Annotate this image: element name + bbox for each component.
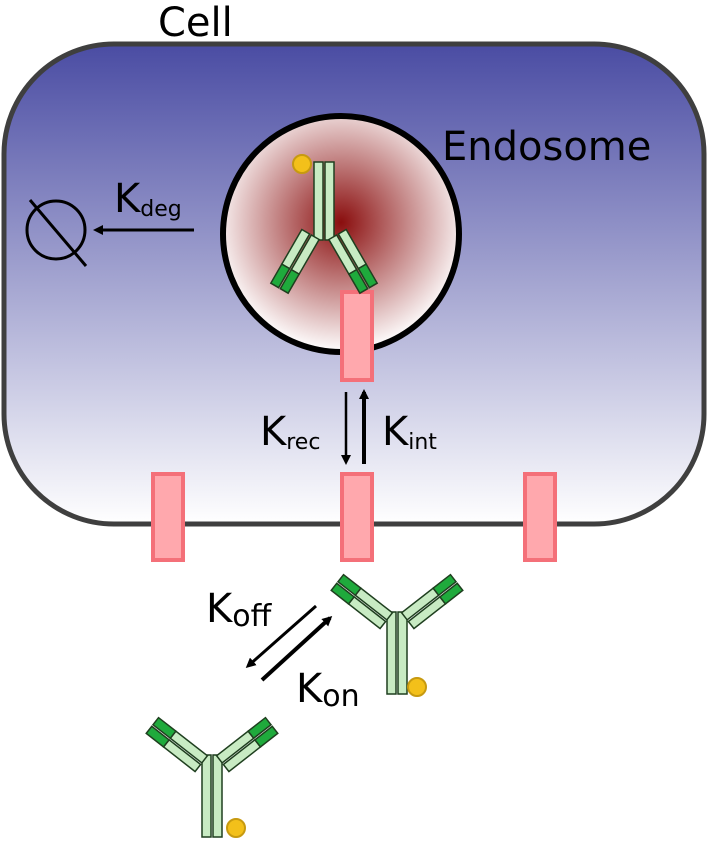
receptor-endosome [340, 290, 374, 382]
payload-dot-icon [226, 818, 246, 838]
antibody-icon [145, 716, 279, 838]
endosome-label: Endosome [442, 124, 651, 170]
k-on-main: K [296, 666, 324, 712]
k-on-label: Kon [296, 666, 360, 714]
k-int-sub: int [408, 430, 437, 455]
k-rec-main: K [260, 409, 288, 455]
k-off-sub: off [232, 599, 272, 634]
association-arrow [260, 615, 333, 682]
antibody-icon [330, 573, 464, 697]
k-rec-sub: rec [286, 430, 320, 455]
antibody-icon [269, 161, 379, 295]
k-int-main: K [382, 409, 410, 455]
k-deg-sub: deg [140, 197, 181, 222]
k-off-label: Koff [206, 586, 273, 634]
payload-dot-icon [407, 677, 427, 697]
k-rec-label: Krec [260, 409, 320, 455]
k-deg-label: Kdeg [114, 176, 182, 222]
receptor-membrane-center [340, 472, 374, 562]
empty-set-icon [25, 199, 88, 267]
k-on-sub: on [322, 679, 359, 714]
k-int-label: Kint [382, 409, 437, 455]
receptor-membrane-left [151, 472, 185, 562]
k-off-main: K [206, 586, 234, 632]
payload-dot-icon [292, 154, 312, 174]
dissociation-arrow [245, 604, 317, 668]
cell-label: Cell [158, 0, 233, 46]
k-deg-main: K [114, 176, 142, 222]
receptor-membrane-right [523, 472, 557, 562]
